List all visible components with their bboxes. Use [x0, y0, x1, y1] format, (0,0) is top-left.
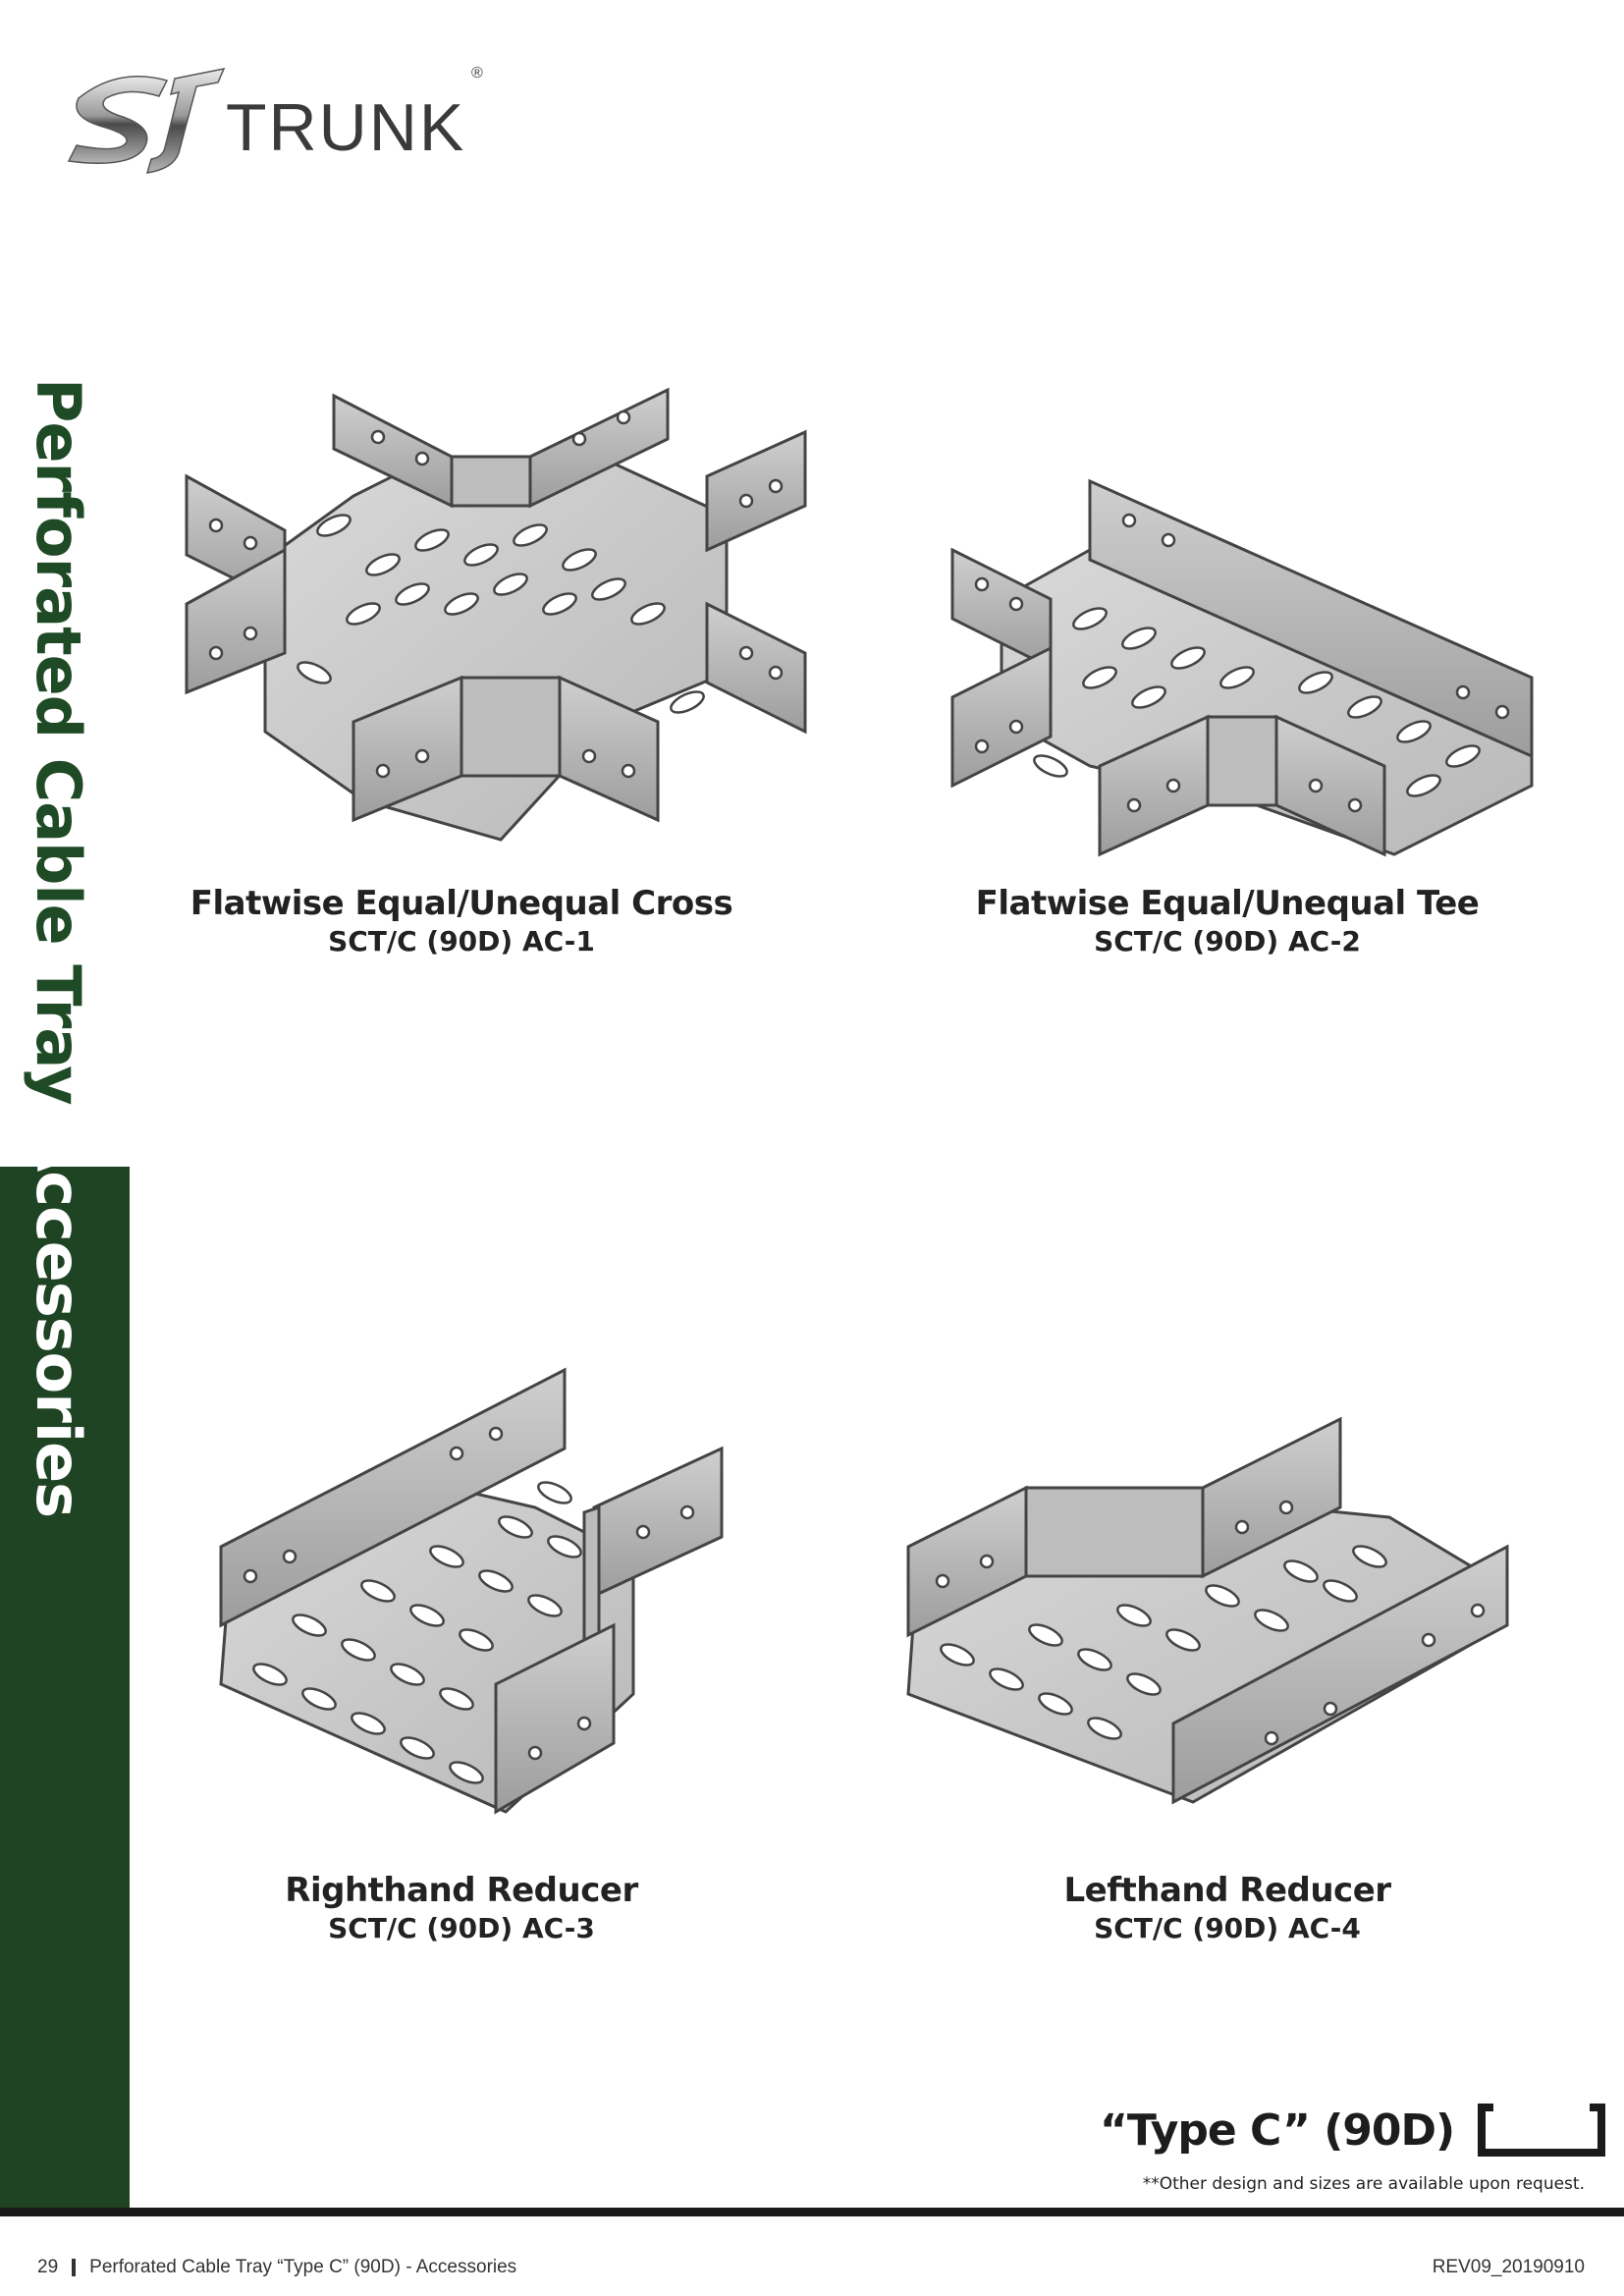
revision-code: REV09_20190910 — [1432, 2257, 1585, 2277]
side-title: Perforated Cable Tray Accessories — [23, 378, 94, 1517]
type-c-label-block: “Type C” (90D) — [1100, 2102, 1607, 2159]
product-caption-ac2: Flatwise Equal/Unequal Tee SCT/C (90D) A… — [933, 884, 1522, 959]
type-c-label: “Type C” (90D) — [1100, 2105, 1455, 2156]
product-code: SCT/C (90D) AC-1 — [328, 924, 595, 957]
product-name: Flatwise Equal/Unequal Cross — [189, 884, 733, 923]
product-caption-ac3: Righthand Reducer SCT/C (90D) AC-3 — [167, 1871, 756, 1946]
tee-tray-illustration — [943, 471, 1551, 864]
product-caption-ac1: Flatwise Equal/Unequal Cross SCT/C (90D)… — [167, 884, 756, 959]
logo-text: TRUNK — [226, 90, 466, 165]
product-code: SCT/C (90D) AC-3 — [328, 1911, 595, 1944]
product-name: Lefthand Reducer — [1063, 1871, 1391, 1910]
sj-logo-mark-icon — [67, 67, 226, 174]
registered-mark: ® — [471, 65, 483, 82]
side-title-part1: Perforated Cable Tray — [23, 378, 94, 1105]
product-code: SCT/C (90D) AC-2 — [1094, 924, 1361, 957]
cross-tray-illustration — [177, 378, 825, 849]
side-accent-bar — [0, 1167, 130, 2208]
righthand-reducer-illustration — [211, 1360, 741, 1822]
availability-note: **Other design and sizes are available u… — [1142, 2174, 1585, 2194]
side-title-part2: Accessories — [23, 1124, 94, 1518]
footer-separator — [72, 2259, 77, 2276]
lefthand-reducer-illustration — [898, 1409, 1517, 1822]
footer-divider — [0, 2208, 1624, 2216]
footer-left: 29 Perforated Cable Tray “Type C” (90D) … — [37, 2257, 516, 2278]
c-channel-profile-icon — [1478, 2104, 1606, 2157]
product-caption-ac4: Lefthand Reducer SCT/C (90D) AC-4 — [933, 1871, 1522, 1946]
product-name: Righthand Reducer — [285, 1871, 638, 1910]
brand-logo: TRUNK ® — [49, 59, 483, 177]
footer-title: Perforated Cable Tray “Type C” (90D) - A… — [89, 2257, 517, 2277]
product-name: Flatwise Equal/Unequal Tee — [975, 884, 1480, 923]
product-code: SCT/C (90D) AC-4 — [1094, 1911, 1361, 1944]
page-number: 29 — [37, 2257, 59, 2277]
